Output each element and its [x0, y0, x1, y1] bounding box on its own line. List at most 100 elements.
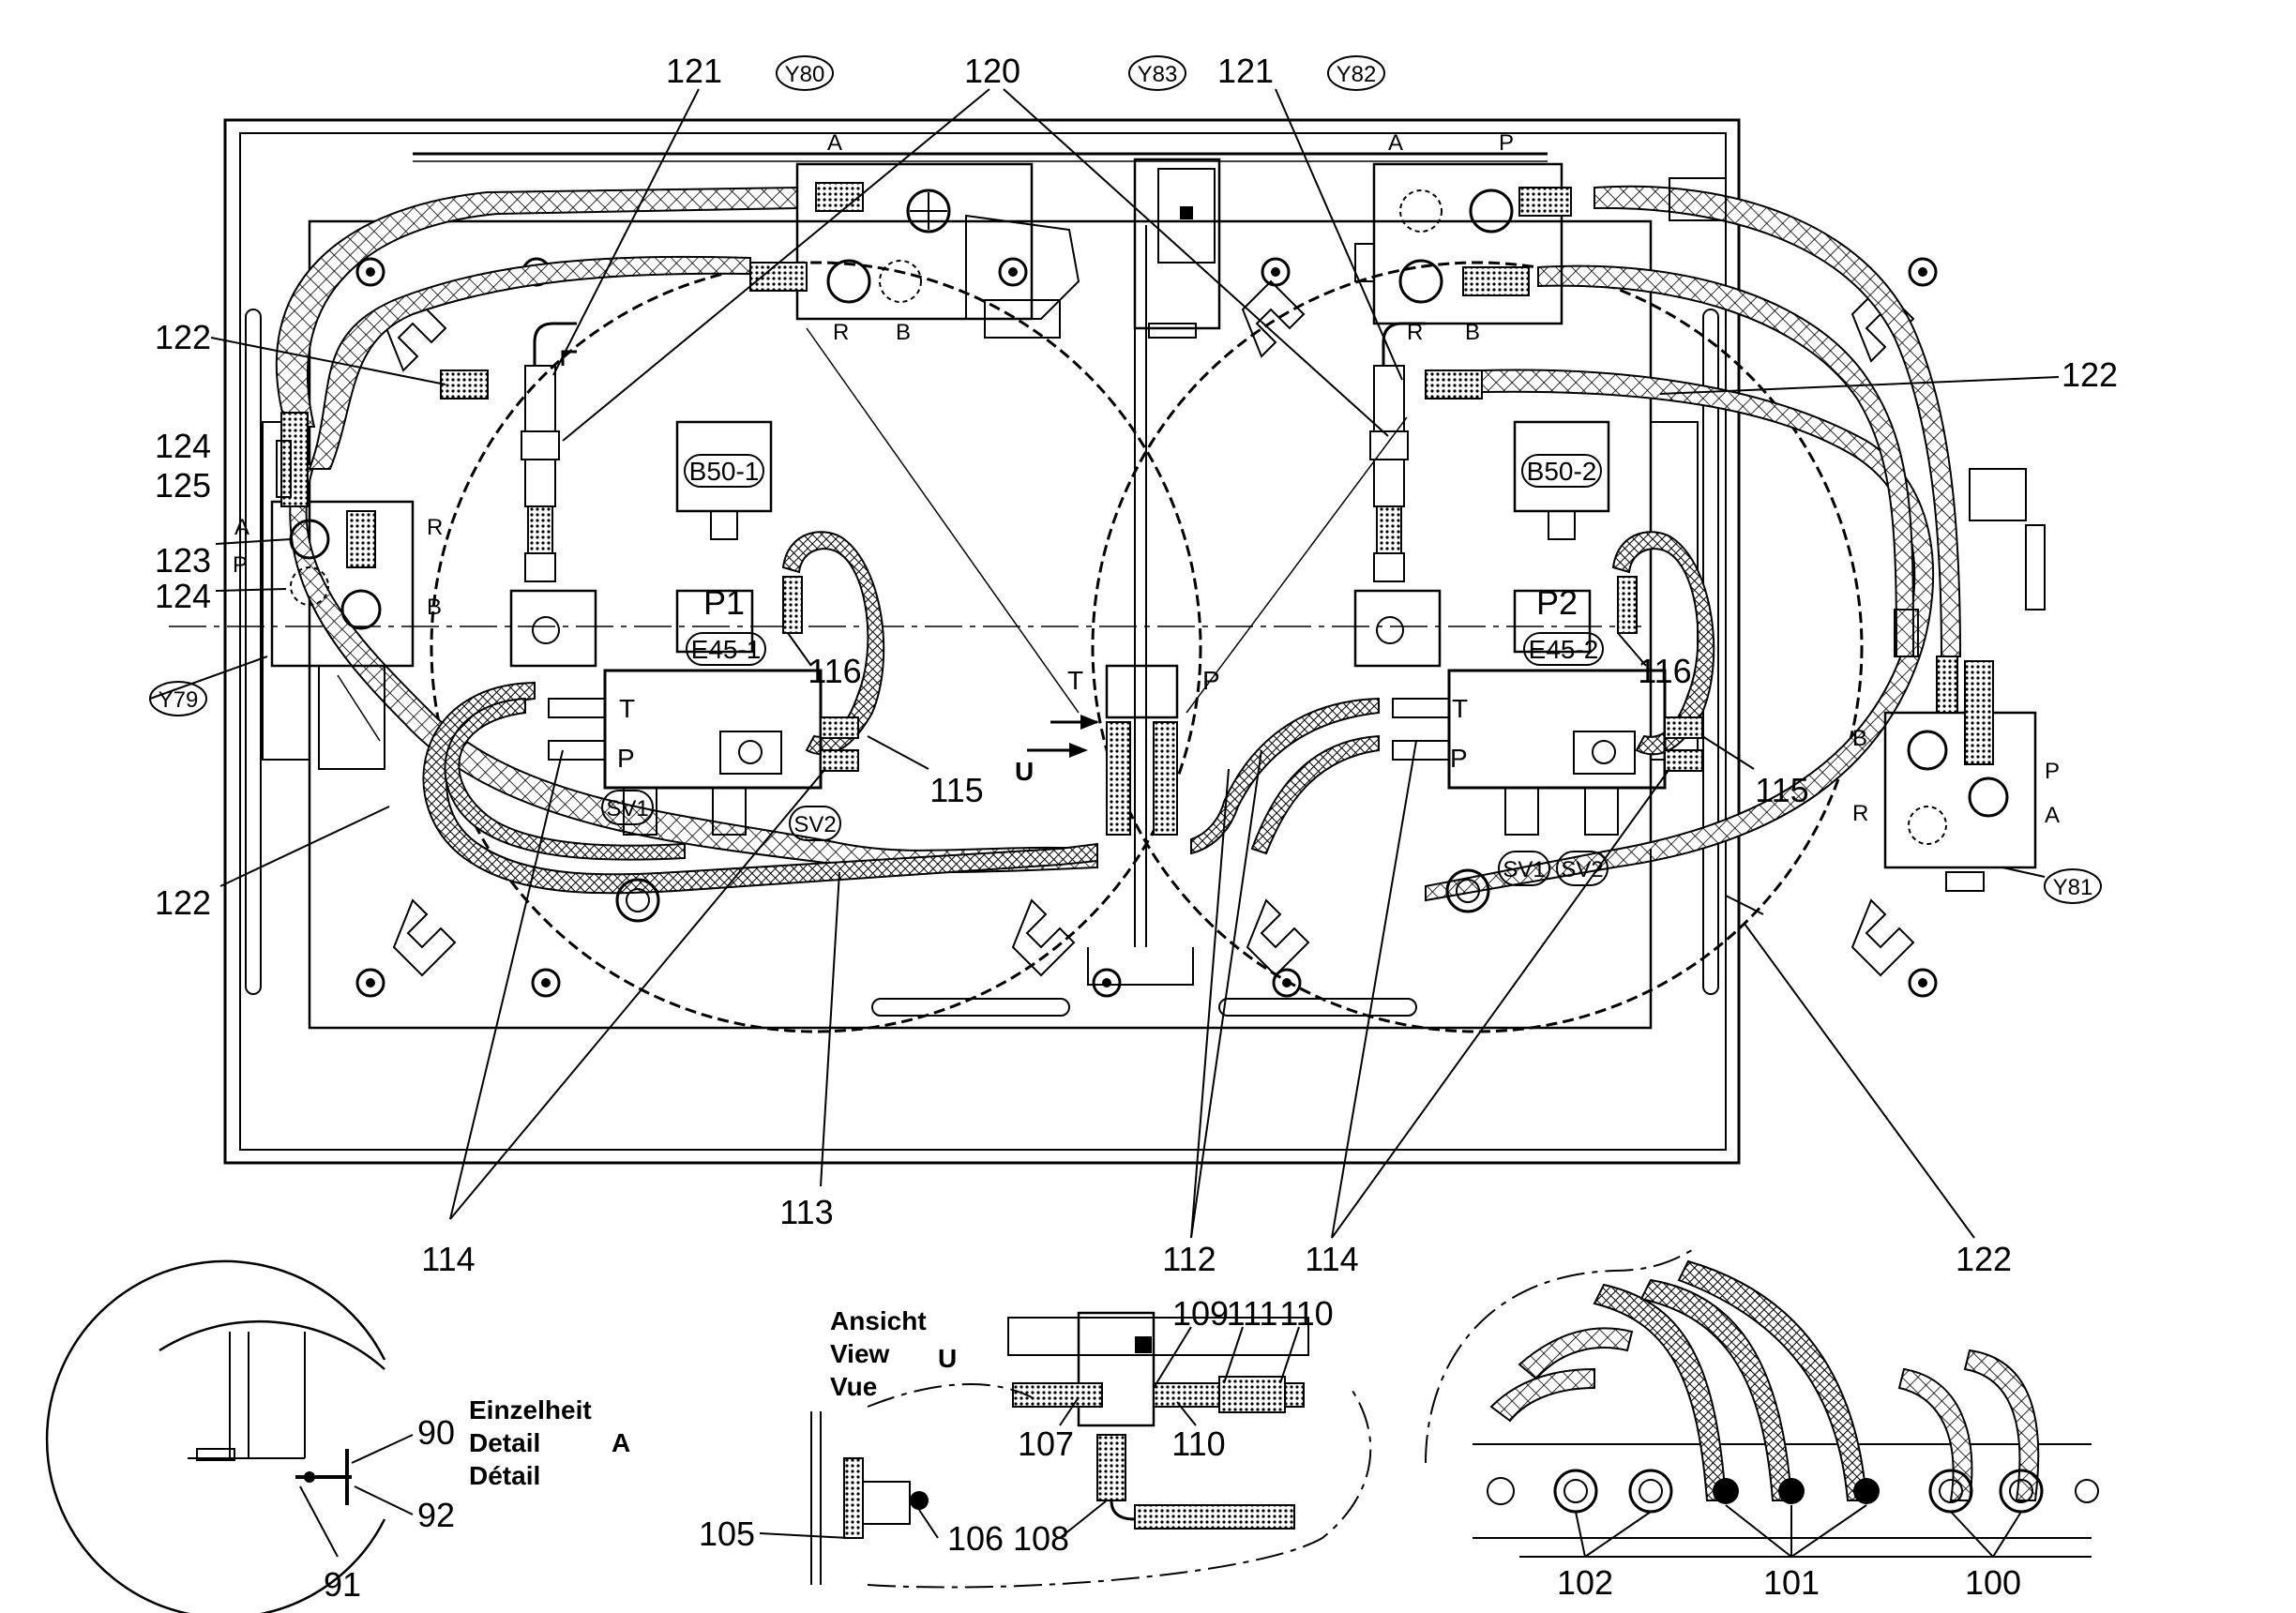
callout-122-top-right: 122	[2062, 355, 2118, 394]
detail-a-line3: Détail	[469, 1461, 540, 1490]
left-valve-stack	[440, 322, 597, 668]
tag-e45-2: E45-2	[1529, 635, 1599, 664]
port-y79-p: P	[233, 552, 248, 578]
callout-115-right: 115	[1755, 771, 1808, 809]
callout-numbers: 121 120 121 122 122 124 125 123 124 116 …	[155, 52, 2118, 1604]
callout-110-mid: 110	[1171, 1425, 1225, 1463]
valve-y81	[1883, 468, 2046, 892]
detail-a-letter: A	[612, 1428, 630, 1457]
callout-101: 101	[1763, 1563, 1820, 1602]
tag-e45-1: E45-1	[691, 635, 762, 664]
detail-a-line2: Detail	[469, 1428, 540, 1457]
hose-122-right-long	[1425, 369, 1935, 902]
view-u-line3: Vue	[830, 1372, 877, 1401]
left-rotor-outline	[430, 261, 1202, 1033]
callout-108: 108	[1013, 1519, 1069, 1558]
callout-113: 113	[779, 1193, 833, 1231]
port-y82-p: P	[1499, 130, 1514, 156]
hose-115-right	[1611, 531, 1715, 756]
right-rotor-outline	[1091, 261, 1864, 1033]
view-u-line1: Ansicht	[830, 1306, 927, 1335]
callout-112: 112	[1162, 1240, 1216, 1278]
callout-121-left: 121	[666, 52, 722, 90]
hose-122-left-loop	[289, 463, 1098, 873]
callout-120: 120	[964, 52, 1020, 90]
callout-122-bottom-right: 122	[1956, 1240, 2012, 1278]
port-t-left: T	[619, 694, 635, 723]
port-p-right: P	[1450, 744, 1468, 773]
component-tags: Y80 Y83 Y82 Y79 Y81 B50-1 B50-2 E45-1 E4…	[149, 55, 2102, 904]
callout-114-left: 114	[421, 1240, 475, 1278]
view-u-heading: Ansicht View Vue U	[830, 1306, 957, 1401]
port-y81-b: B	[1852, 726, 1867, 751]
tag-sv2-left: SV2	[793, 812, 836, 837]
callout-90: 90	[417, 1413, 455, 1452]
right-valve-stack	[1353, 322, 1483, 668]
port-p-left: P	[617, 744, 635, 773]
hose-122-top-left	[275, 186, 798, 428]
port-y80-a: A	[827, 130, 842, 156]
port-letters: P1 P2 T P T P T P U A P R B A R B A P R …	[233, 130, 2060, 828]
tag-y80: Y80	[785, 62, 825, 87]
callout-124-top: 124	[155, 427, 211, 465]
port-y79-r: R	[427, 515, 443, 540]
port-y81-a: A	[2045, 803, 2060, 828]
tag-y79: Y79	[159, 687, 199, 713]
valve-y82	[1354, 162, 1727, 325]
callout-91: 91	[324, 1565, 361, 1604]
u-arrow-label: U	[1015, 757, 1034, 786]
hose-122-upper-inner-left	[308, 255, 751, 470]
hose-113	[422, 681, 1098, 895]
valve-y83	[1133, 158, 1221, 339]
hose-bundle-leaders	[1575, 1504, 2022, 1558]
view-u-letter: U	[938, 1344, 957, 1373]
tag-sv2-right: SV2	[1561, 857, 1603, 882]
callout-115-left: 115	[929, 771, 983, 809]
hose-114-left	[444, 697, 686, 861]
leader-lines	[149, 88, 2060, 1239]
port-y80-r: R	[833, 320, 849, 345]
tag-y81: Y81	[2053, 875, 2093, 900]
tag-sv1-left: SV1	[606, 796, 648, 822]
hose-112	[1190, 697, 1380, 855]
hose-bundle-detail	[1425, 1246, 2099, 1558]
port-y79-a: A	[234, 515, 249, 540]
valve-y80	[749, 162, 1080, 339]
b50-1-sensor	[675, 420, 773, 540]
view-u-leaders	[759, 1326, 1300, 1539]
detail-a-line1: Einzelheit	[469, 1395, 592, 1425]
callout-92: 92	[417, 1496, 455, 1534]
hose-114-right	[1250, 734, 1380, 855]
callout-124-low: 124	[155, 577, 211, 615]
port-p1: P1	[703, 583, 745, 622]
view-u-line2: View	[830, 1339, 890, 1368]
callout-122-top-left: 122	[155, 318, 211, 356]
callout-121-right: 121	[1217, 52, 1274, 90]
view-u-inset	[810, 1311, 1372, 1589]
port-t-right: T	[1452, 694, 1468, 723]
center-tp-block	[806, 327, 1408, 836]
callout-123: 123	[155, 541, 211, 580]
port-y80-b: B	[896, 320, 911, 345]
callout-100: 100	[1965, 1563, 2021, 1602]
callout-125: 125	[155, 466, 211, 505]
callout-109: 109	[1172, 1294, 1229, 1333]
port-p2: P2	[1536, 583, 1578, 622]
hex-nuts	[615, 868, 1490, 923]
tag-b50-1: B50-1	[689, 457, 760, 486]
e45-1-manifold	[548, 576, 859, 836]
callout-107: 107	[1018, 1425, 1074, 1463]
callout-116-left: 116	[808, 652, 861, 690]
detail-a-leaders	[299, 1434, 414, 1558]
callout-111: 111	[1227, 1294, 1278, 1333]
tag-sv1-right: SV1	[1503, 857, 1545, 882]
port-y81-r: R	[1852, 801, 1868, 826]
callout-102: 102	[1557, 1563, 1613, 1602]
callout-106: 106	[947, 1519, 1004, 1558]
tag-b50-2: B50-2	[1527, 457, 1597, 486]
port-t-center: T	[1067, 666, 1083, 695]
hose-115-left	[781, 531, 885, 756]
e45-2-manifold	[1392, 576, 1703, 836]
port-y81-p: P	[2045, 759, 2060, 784]
callout-114-right: 114	[1305, 1240, 1358, 1278]
